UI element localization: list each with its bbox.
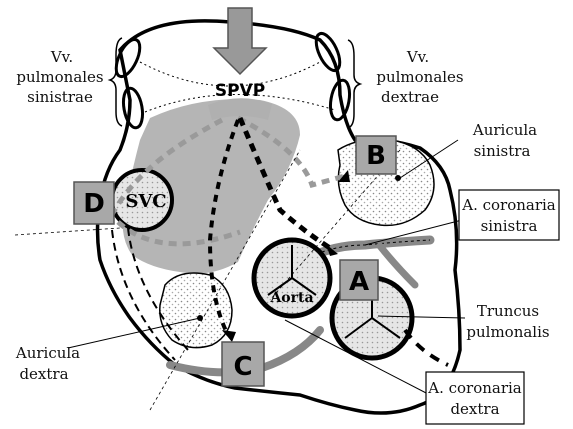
pulmonary-vein-left-lower [121,87,146,130]
box-b: B [356,136,396,174]
label-aorta: Aorta [269,290,313,306]
label-auricula-sinistra-2: sinistra [474,142,531,160]
box-c: C [222,342,264,386]
label-auricula-dextra-2: dextra [19,365,68,383]
svg-text:D: D [83,189,105,219]
label-coronaria-sinistra-1: A. coronaria [461,196,556,214]
label-coronaria-dextra-2: dextra [450,400,499,418]
label-auricula-sinistra-1: Auricula [472,121,537,139]
label-vv-left-1: Vv. [50,48,73,66]
pathway-right-side [405,330,448,365]
label-vv-right-1: Vv. [406,48,429,66]
svg-text:C: C [233,352,252,382]
label-coronaria-sinistra-2: sinistra [481,217,538,235]
label-auricula-dextra-1: Auricula [15,344,80,362]
label-vv-right-3: dextrae [381,88,439,106]
svg-text:A: A [349,267,369,297]
svg-text:B: B [366,141,386,171]
auricula-dextra [160,273,232,348]
right-brace [348,40,360,128]
box-a: A [340,260,378,300]
label-svc: SVC [125,191,166,212]
label-vv-right-2: pulmonales [376,68,463,86]
label-vv-left-3: sinistrae [27,88,93,106]
down-arrow [214,8,266,74]
box-d: D [74,182,114,224]
label-coronaria-dextra-1: A. coronaria [427,379,522,397]
label-truncus-2: pulmonalis [466,323,549,341]
label-truncus-1: Truncus [477,302,539,320]
label-spvp: SPVP [215,81,265,101]
label-vv-left-2: pulmonales [16,68,103,86]
